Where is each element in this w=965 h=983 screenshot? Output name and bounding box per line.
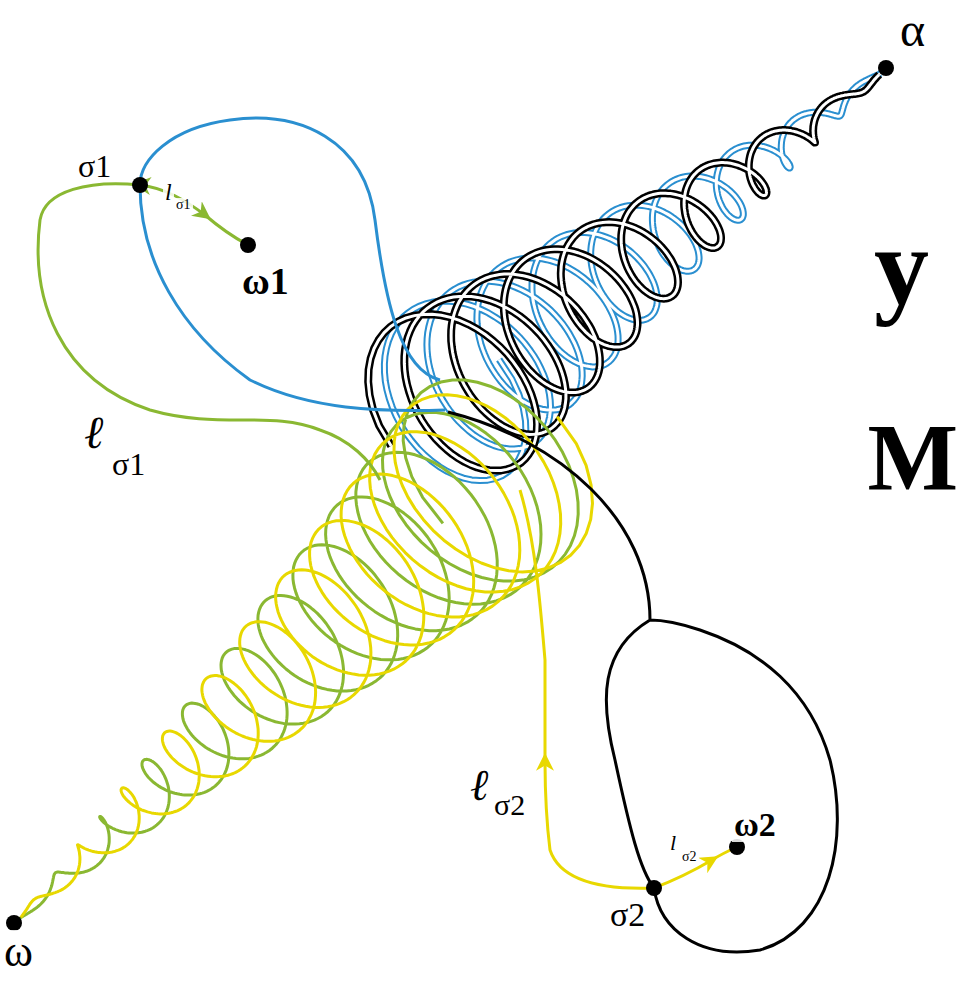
- math-label: l: [668, 832, 678, 854]
- math-label: ω: [2, 930, 35, 974]
- math-label: σ2: [492, 790, 527, 820]
- math-label: ℓ: [468, 764, 490, 808]
- horn-coil: [21, 395, 593, 918]
- math-label: σ2: [680, 850, 699, 864]
- yellow-arrow: [654, 860, 712, 888]
- math-label: y: [872, 212, 931, 322]
- math-label: M: [865, 410, 960, 506]
- math-label: α: [898, 6, 927, 54]
- black-loop: [448, 412, 837, 952]
- math-label: σ1: [174, 198, 193, 212]
- horn-coil: [19, 380, 578, 919]
- math-label: σ2: [608, 898, 647, 932]
- math-label: σ1: [76, 150, 113, 182]
- green-arc: [38, 184, 380, 480]
- math-label: σ1: [110, 448, 147, 480]
- yellow-arc-tail: [520, 490, 545, 760]
- math-label: ω1: [240, 262, 291, 300]
- points: [6, 60, 894, 931]
- yellow-arc: [545, 760, 654, 888]
- math-label: l: [163, 180, 174, 204]
- math-label: ω2: [732, 808, 778, 842]
- blue-loop: [140, 118, 445, 410]
- math-label: ℓ: [82, 410, 105, 456]
